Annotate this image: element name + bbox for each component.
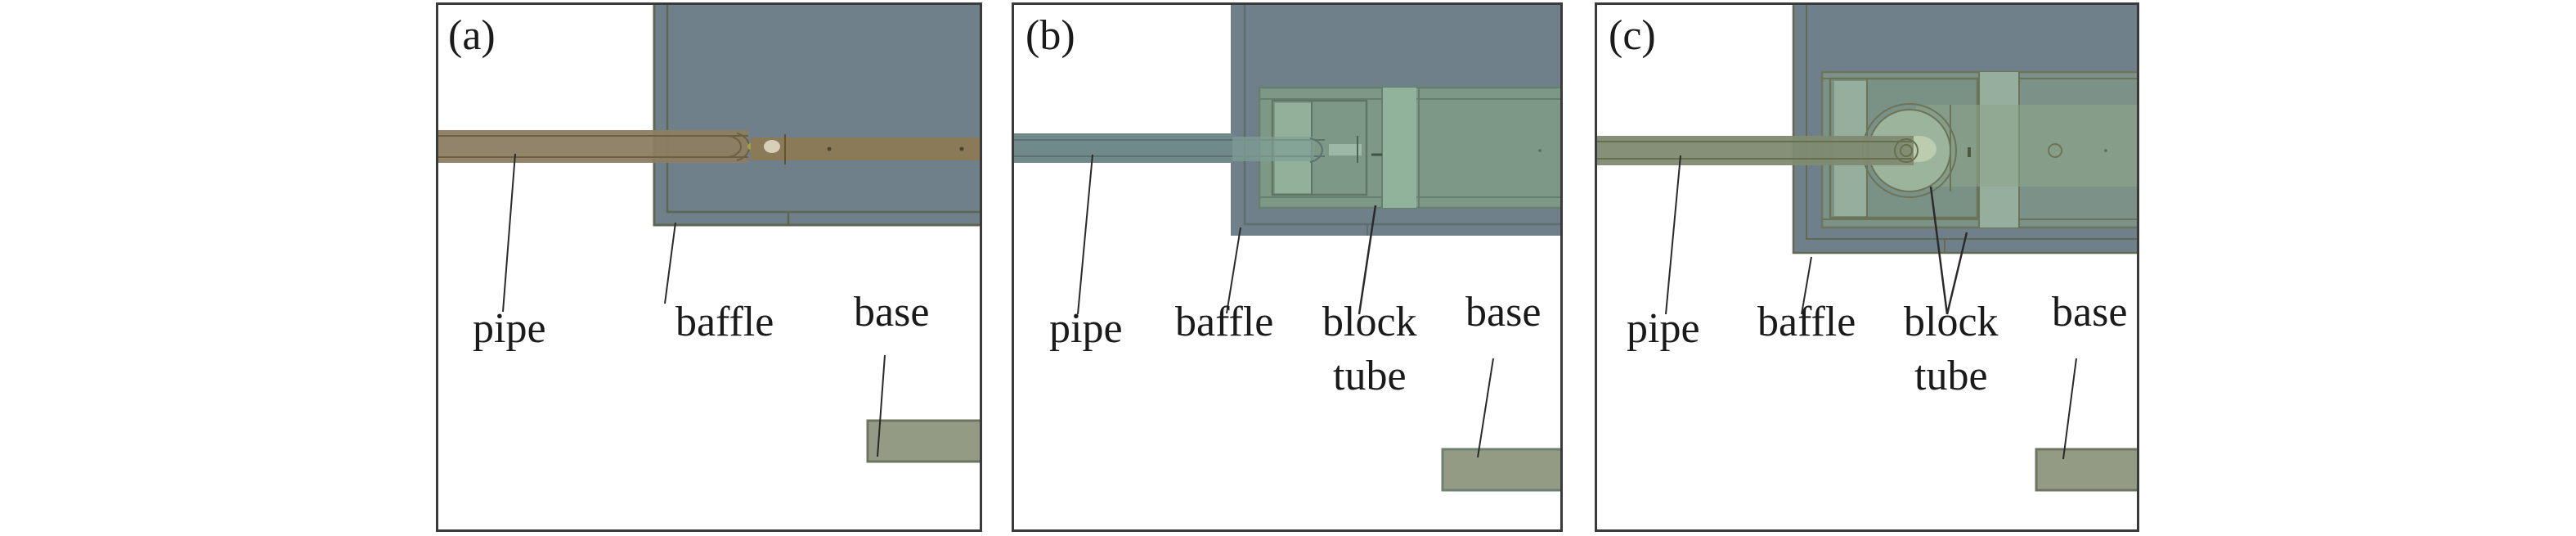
label-block: block <box>1904 299 1999 345</box>
label-baffle: baffle <box>1175 299 1274 345</box>
panel-tag-c: (c) <box>1609 12 1656 59</box>
label-base: base <box>854 289 930 336</box>
label-pipe: pipe <box>1627 305 1700 352</box>
base-leader-line <box>2062 358 2077 460</box>
label-tube: tube <box>1914 353 1988 399</box>
label-baffle: baffle <box>675 299 774 345</box>
panel-b-drawing <box>1014 5 1560 492</box>
panel-c: (c) pipe baffle block tube base <box>1595 2 2139 532</box>
label-base: base <box>1465 289 1542 336</box>
label-baffle: baffle <box>1757 299 1856 345</box>
panel-tag-a: (a) <box>448 12 496 59</box>
label-tube: tube <box>1333 353 1407 399</box>
label-pipe: pipe <box>1049 305 1123 352</box>
panel-c-drawing <box>1597 5 2137 492</box>
base <box>1441 448 1560 492</box>
panel-a-drawing <box>438 5 980 463</box>
base-leader-line <box>1477 358 1494 458</box>
pipe-leader-line <box>1665 155 1681 315</box>
panel-a: (a) pipe baffle base <box>436 2 982 532</box>
pipe-leader-line <box>502 153 516 313</box>
block-tube-leader-line-2 <box>1945 232 1968 315</box>
block-tube <box>1258 86 1560 209</box>
base <box>866 419 980 463</box>
pipe-leader-line <box>1077 154 1093 315</box>
block-tube-leader-line <box>1358 205 1377 315</box>
baffle-leader-line <box>664 222 676 304</box>
pipe <box>438 130 980 164</box>
block-tube-leader-line-1 <box>1929 186 1949 315</box>
pipe <box>1014 133 1382 163</box>
baffle-leader-line <box>1801 256 1812 315</box>
pipe <box>1597 136 1919 165</box>
baffle <box>653 5 980 227</box>
panel-tag-b: (b) <box>1025 12 1075 59</box>
base <box>2035 448 2137 492</box>
panel-b: (b) pipe baffle block tube base <box>1012 2 1563 532</box>
label-pipe: pipe <box>473 305 546 352</box>
label-block: block <box>1322 299 1417 345</box>
baffle-leader-line <box>1226 227 1241 314</box>
label-base: base <box>2052 289 2128 336</box>
base-leader-line <box>877 354 886 457</box>
